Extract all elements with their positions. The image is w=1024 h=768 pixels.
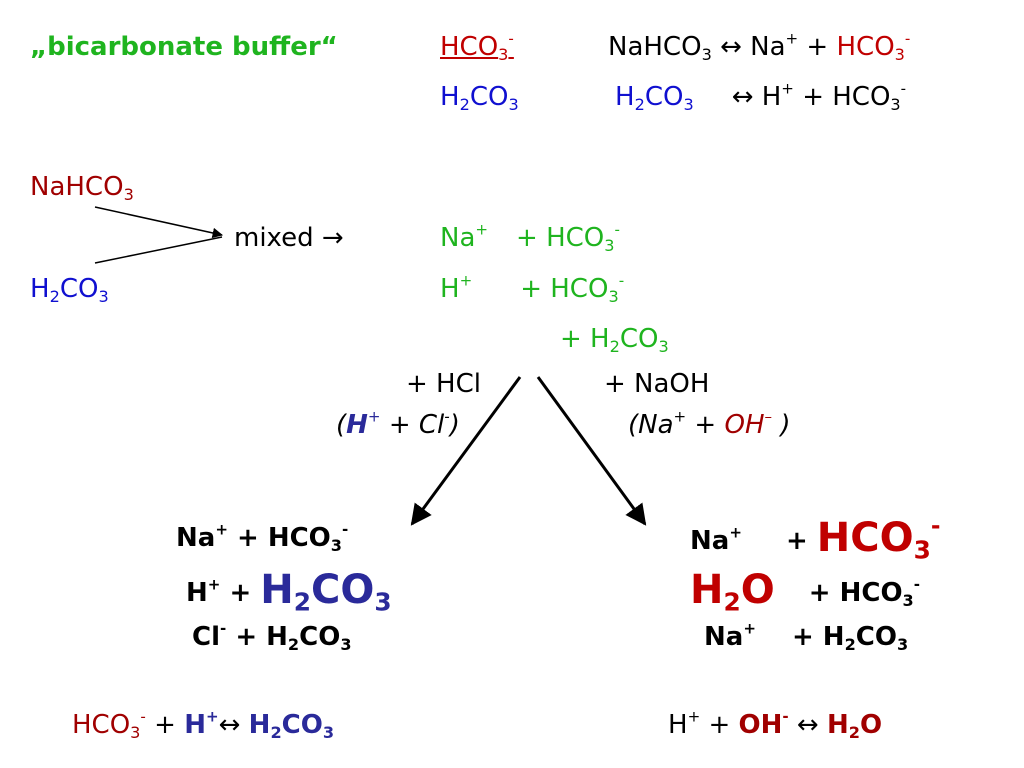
left-result-row-1: Na+ + HCO3- (176, 520, 349, 555)
mix-row-3: + H2CO3 (560, 324, 669, 356)
right-result-row-3: Na++ H2CO3 (704, 619, 909, 654)
mix-row-2: H++ HCO3- (440, 271, 625, 306)
hco3-label: HCO3- (440, 29, 514, 64)
mixed-label: mixed → (234, 223, 344, 253)
left-result-row-2: H+ + H2CO3 (186, 567, 392, 617)
bottom-equation-left: HCO3- + H+↔ H2CO3 (72, 707, 335, 742)
equation-h2co3-dissociation: H2CO3↔ H+ + HCO3- (615, 79, 907, 114)
mix-line-bottom (94, 236, 223, 264)
h2co3-label: H2CO3 (440, 82, 519, 114)
naoh-ions: (Na+ + OH– ) (628, 407, 791, 440)
right-result-row-2: H2O+ HCO3- (690, 567, 921, 617)
mix-row-1: Na++ HCO3- (440, 220, 620, 255)
bottom-equation-right: H+ + OH- ↔ H2O (668, 707, 883, 742)
hcl-ions: (H+ + Cl-) (336, 407, 460, 440)
h2co3-reactant: H2CO3 (30, 274, 109, 306)
mix-line-top (94, 206, 224, 239)
title: „bicarbonate buffer“ (30, 32, 338, 62)
naoh-arrow (536, 376, 647, 526)
hcl-reagent: + HCl (406, 369, 481, 399)
naoh-reagent: + NaOH (604, 369, 710, 399)
equation-nahco3-dissociation: NaHCO3 ↔ Na+ + HCO3- (608, 29, 911, 64)
nahco3-reactant: NaHCO3 (30, 172, 134, 204)
left-result-row-3: Cl- + H2CO3 (192, 619, 352, 654)
right-result-row-1: Na++ HCO3- (690, 512, 941, 565)
hcl-arrow (410, 376, 522, 526)
